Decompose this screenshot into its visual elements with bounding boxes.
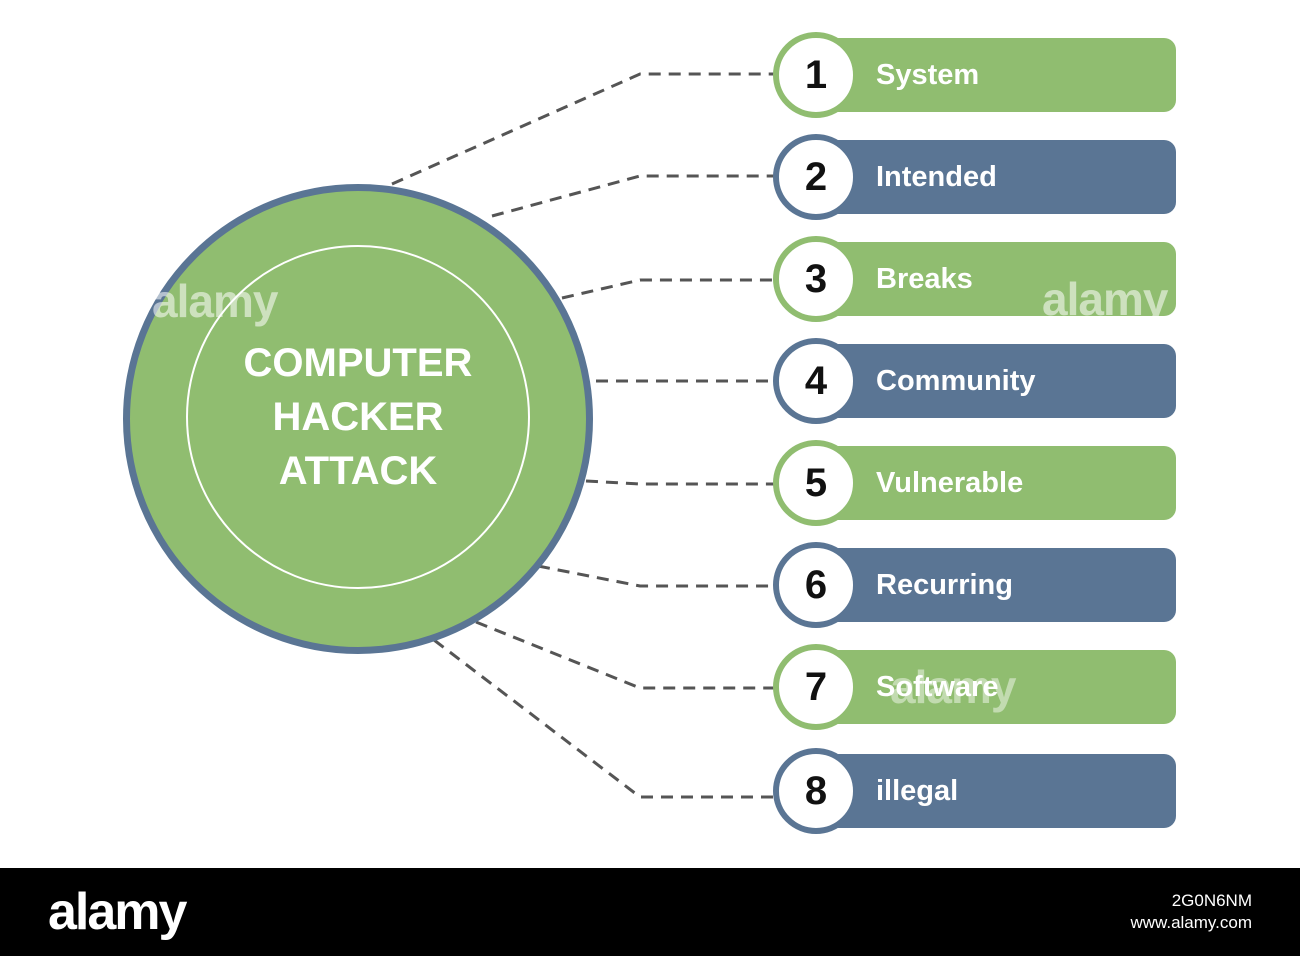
item-number-badge-3: 3 [773,236,859,322]
connector-lines [391,72,778,799]
image-id-block: 2G0N6NM www.alamy.com [1130,890,1252,934]
connector-3 [561,278,778,300]
central-inner-ring [186,245,530,589]
connector-8 [433,638,778,799]
item-number-badge-8: 8 [773,748,859,834]
connector-7 [475,620,778,690]
connector-1 [391,72,778,186]
item-bar-8 [816,754,1176,828]
item-bar-4 [816,344,1176,418]
connector-5 [585,479,778,486]
watermark-right: alamy [1042,273,1168,325]
connector-6 [537,564,778,588]
item-number-badge-5: 5 [773,440,859,526]
central-title: COMPUTER HACKER ATTACK [186,245,530,589]
footer-bar: alamy 2G0N6NM www.alamy.com [0,868,1300,956]
central-title-line-1: COMPUTER [243,341,473,385]
item-label-4: Community [876,365,1036,397]
watermark-left: alamy [152,275,278,327]
item-label-8: illegal [876,775,959,807]
item-number-badge-6: 6 [773,542,859,628]
item-label-3: Breaks [876,263,973,295]
alamy-logo: alamy [48,883,187,941]
item-bar-1 [816,38,1176,112]
site-url: www.alamy.com [1130,913,1252,932]
item-number-badge-4: 4 [773,338,859,424]
watermark-middle: alamy [890,661,1016,713]
item-label-2: Intended [876,161,997,193]
item-bar-5 [816,446,1176,520]
item-bar-3 [816,242,1176,316]
item-number-badge-1: 1 [773,32,859,118]
image-id: 2G0N6NM [1171,891,1252,910]
item-bar-6 [816,548,1176,622]
item-bar-2 [816,140,1176,214]
item-label-5: Vulnerable [876,467,1024,499]
item-number-badge-2: 2 [773,134,859,220]
item-label-1: System [876,59,980,91]
central-title-line-3: ATTACK [278,449,438,493]
item-label-6: Recurring [876,569,1013,601]
item-label-7: Software [876,671,999,703]
item-number-badge-7: 7 [773,644,859,730]
connector-2 [491,174,778,218]
item-bar-7 [816,650,1176,724]
central-title-line-2: HACKER [272,395,444,439]
